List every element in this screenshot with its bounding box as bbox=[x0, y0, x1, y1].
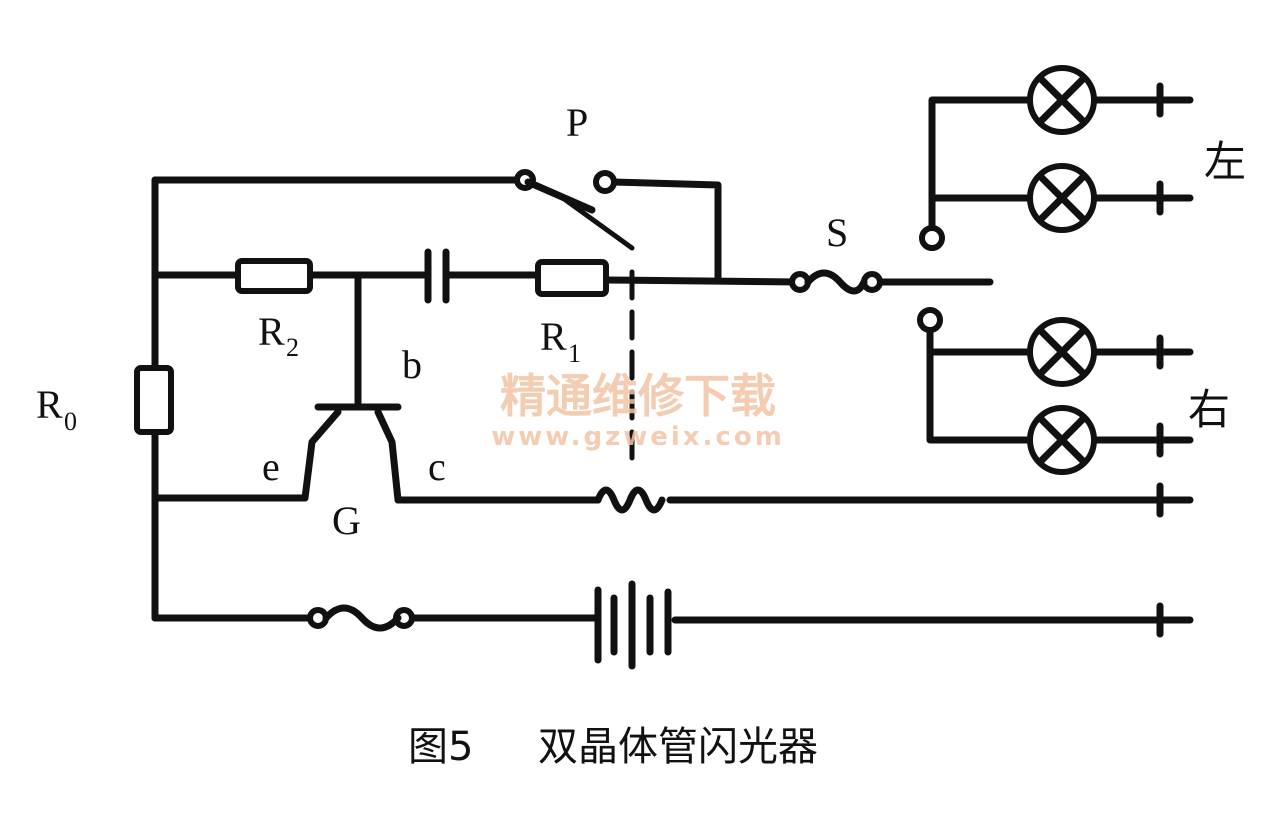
label-left: 左 bbox=[1204, 137, 1246, 186]
capacitor bbox=[424, 248, 450, 304]
relay-coil bbox=[594, 486, 666, 514]
turn-switch-terminals bbox=[917, 225, 945, 333]
label-c: c bbox=[428, 444, 446, 489]
label-r0: R bbox=[36, 382, 63, 427]
fuse-s bbox=[789, 269, 883, 295]
label-r1: R bbox=[540, 314, 567, 359]
label-g: G bbox=[332, 498, 361, 543]
label-b: b bbox=[402, 342, 422, 387]
watermark: 精通维修下载 www.gzweix.com bbox=[491, 369, 785, 452]
label-p: P bbox=[566, 100, 588, 145]
lamp-right-top bbox=[1027, 317, 1097, 387]
resistor-r2 bbox=[235, 258, 313, 294]
label-r1-subscript: 1 bbox=[568, 339, 581, 368]
label-r2-subscript: 2 bbox=[286, 333, 299, 362]
battery bbox=[594, 580, 672, 670]
resistor-r0 bbox=[134, 365, 174, 435]
watermark-url: www.gzweix.com bbox=[491, 422, 785, 452]
relay-contact-p bbox=[514, 169, 635, 473]
transistor-g bbox=[301, 403, 402, 504]
lamp-left-top bbox=[1027, 65, 1097, 135]
caption-figure-number: 图5 bbox=[408, 724, 473, 770]
label-right: 右 bbox=[1188, 385, 1230, 434]
component-labels: P S R 2 R 1 R 0 b e c G 左 右 bbox=[36, 100, 1246, 543]
lamp-right-bottom bbox=[1027, 405, 1097, 475]
ground-terminals bbox=[1156, 82, 1194, 638]
label-e: e bbox=[262, 444, 280, 489]
lamp-left-bottom bbox=[1027, 163, 1097, 233]
label-r2: R bbox=[258, 309, 285, 354]
label-r0-subscript: 0 bbox=[64, 407, 77, 436]
resistor-r1 bbox=[535, 259, 609, 297]
caption-title: 双晶体管闪光器 bbox=[538, 724, 818, 770]
figure-caption: 图5 双晶体管闪光器 bbox=[408, 724, 818, 770]
label-s: S bbox=[826, 210, 848, 255]
fuse-bottom bbox=[307, 604, 415, 632]
wires bbox=[151, 96, 1164, 624]
watermark-text: 精通维修下载 bbox=[500, 369, 776, 423]
